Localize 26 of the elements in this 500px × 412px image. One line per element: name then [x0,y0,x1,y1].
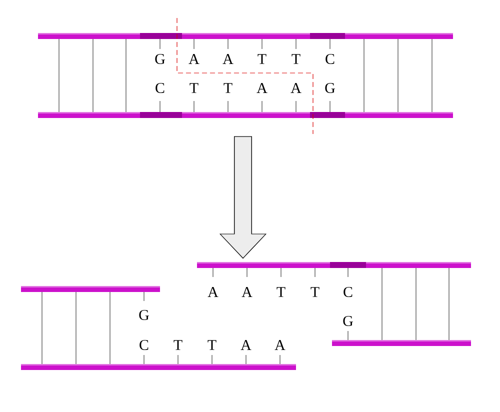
base-letter: T [224,83,232,93]
base-letter: T [276,287,286,297]
base-letter: T [174,340,182,350]
base-letter: G [155,54,165,64]
base-letter: A [208,287,218,297]
base-letter: A [222,54,234,64]
dna-drawing [21,262,471,370]
base-letter: G [139,310,149,320]
base-letter: A [188,54,200,64]
base-letter: A [240,340,252,350]
base-letter: A [274,340,286,350]
base-letter: T [292,54,300,64]
base-letter: C [156,82,164,94]
base-letter: A [242,287,252,297]
base-letter: C [326,54,334,64]
base-letter: A [256,83,268,93]
base-letter: T [310,287,320,297]
base-letter: G [325,82,335,94]
base-letter: C [140,340,148,350]
base-letter: C [344,286,352,298]
base-letter: T [258,54,266,64]
base-letter: T [208,340,216,350]
dna-drawing [38,18,453,134]
base-letter: T [190,83,198,93]
base-letter: A [290,83,302,93]
base-letter: G [343,316,353,326]
